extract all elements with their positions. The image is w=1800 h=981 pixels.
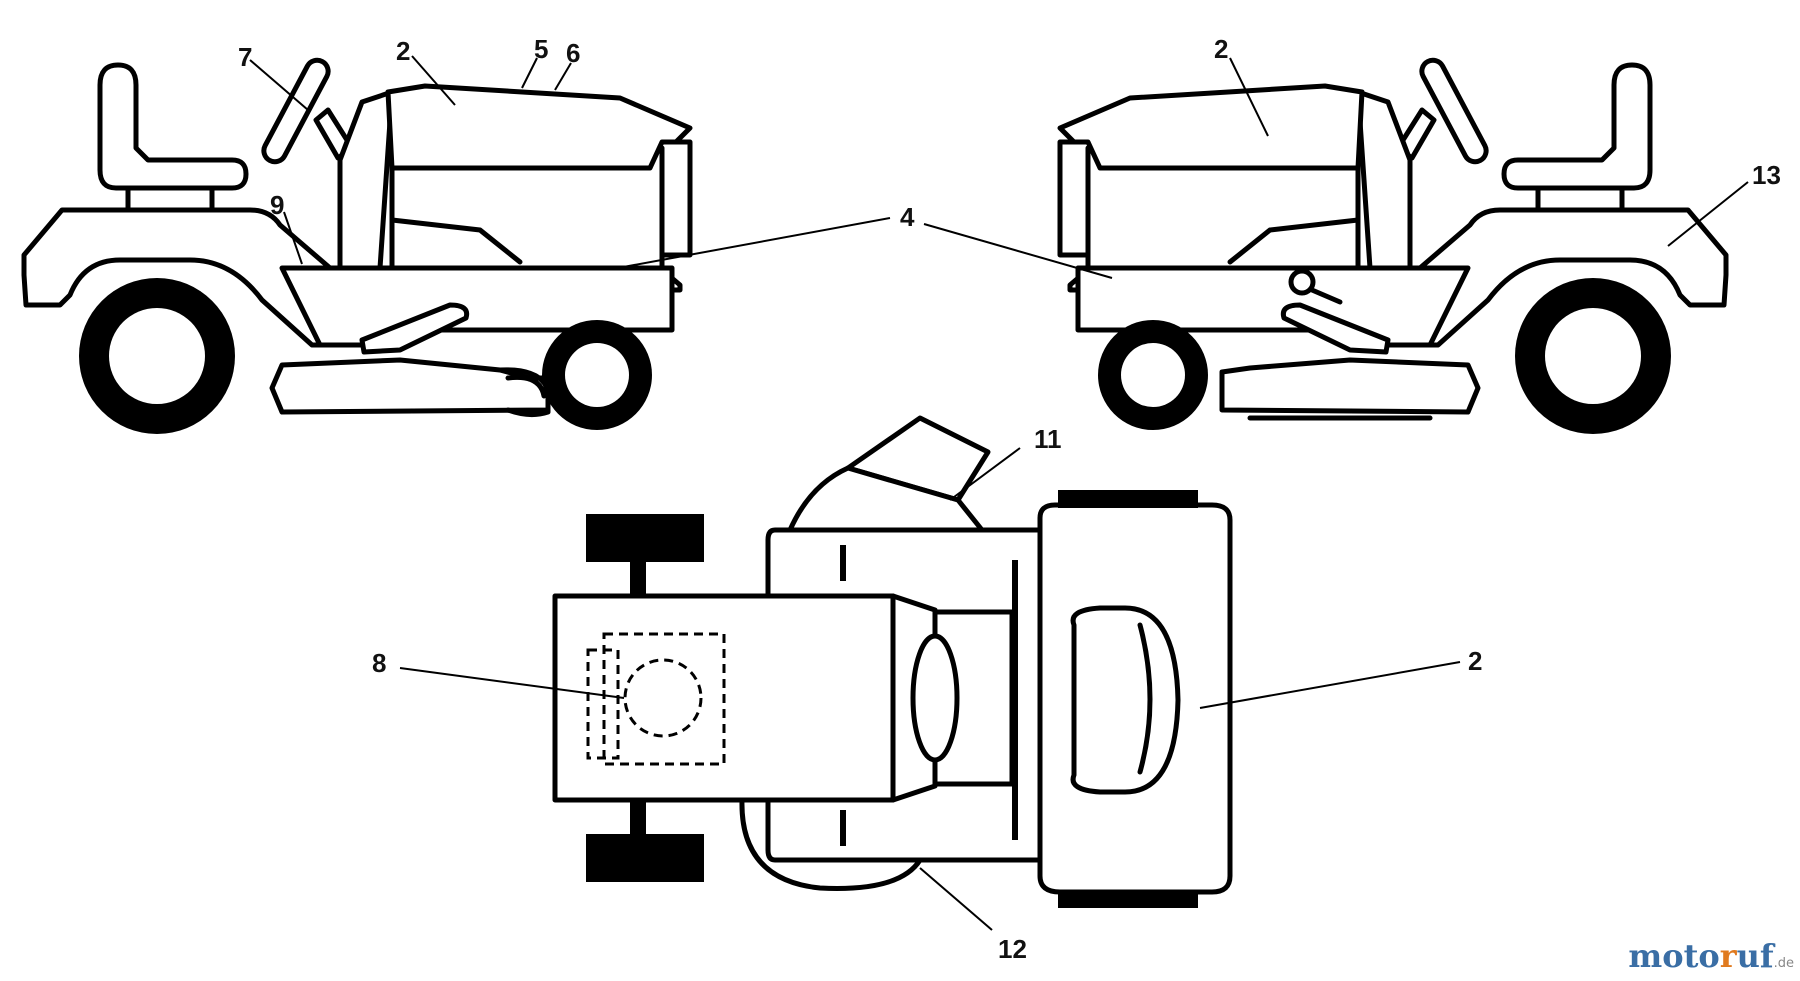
- rear-tire-top: [1058, 490, 1198, 508]
- tractor-left-side-view: [21, 57, 693, 434]
- callout-5: 5: [534, 34, 548, 64]
- fender-edge: [1012, 560, 1018, 840]
- tractor-top-view: [552, 415, 1233, 908]
- callout-9: 9: [270, 190, 284, 220]
- callout-2-right: 2: [1214, 34, 1228, 64]
- callout-12: 12: [998, 934, 1027, 964]
- steering-wheel-top: [910, 633, 960, 763]
- seat-back: [97, 62, 249, 191]
- rear-tire-bottom: [1058, 890, 1198, 908]
- callout-6: 6: [566, 38, 580, 68]
- discharge-chute-base: [787, 465, 985, 533]
- foot-pedal: [1280, 302, 1391, 355]
- mower-deck: [1219, 357, 1481, 415]
- steering-wheel: [261, 57, 331, 165]
- hood: [385, 83, 693, 171]
- dash-tower: [337, 89, 395, 271]
- callout-numbers: 7 2 5 6 9 4 2 13 11 8 2 12: [238, 34, 1781, 964]
- callout-11: 11: [1034, 424, 1062, 454]
- front-tire-top: [586, 514, 704, 562]
- seat-base: [125, 185, 215, 213]
- hood: [1057, 83, 1365, 171]
- front-tire-bottom: [586, 834, 704, 882]
- engine-outline: [623, 658, 703, 738]
- callout-13: 13: [1752, 160, 1781, 190]
- seat-top: [1070, 605, 1181, 795]
- seat-back: [1501, 62, 1653, 191]
- seat-base: [1535, 185, 1625, 213]
- foot-pedal: [359, 302, 470, 355]
- watermark-logo: motoruf.de: [1628, 937, 1794, 975]
- battery-outline: [602, 632, 726, 766]
- tractor-right-side-view: [1057, 57, 1729, 434]
- lift-lever-knob: [1288, 268, 1316, 296]
- steering-wheel: [1419, 57, 1489, 165]
- callout-2-left: 2: [396, 36, 410, 66]
- leader-lines: [249, 55, 1749, 931]
- callout-7: 7: [238, 42, 252, 72]
- callout-2-top: 2: [1468, 646, 1482, 676]
- dash-tower: [1355, 89, 1413, 271]
- callout-4: 4: [900, 202, 915, 232]
- callout-8: 8: [372, 648, 386, 678]
